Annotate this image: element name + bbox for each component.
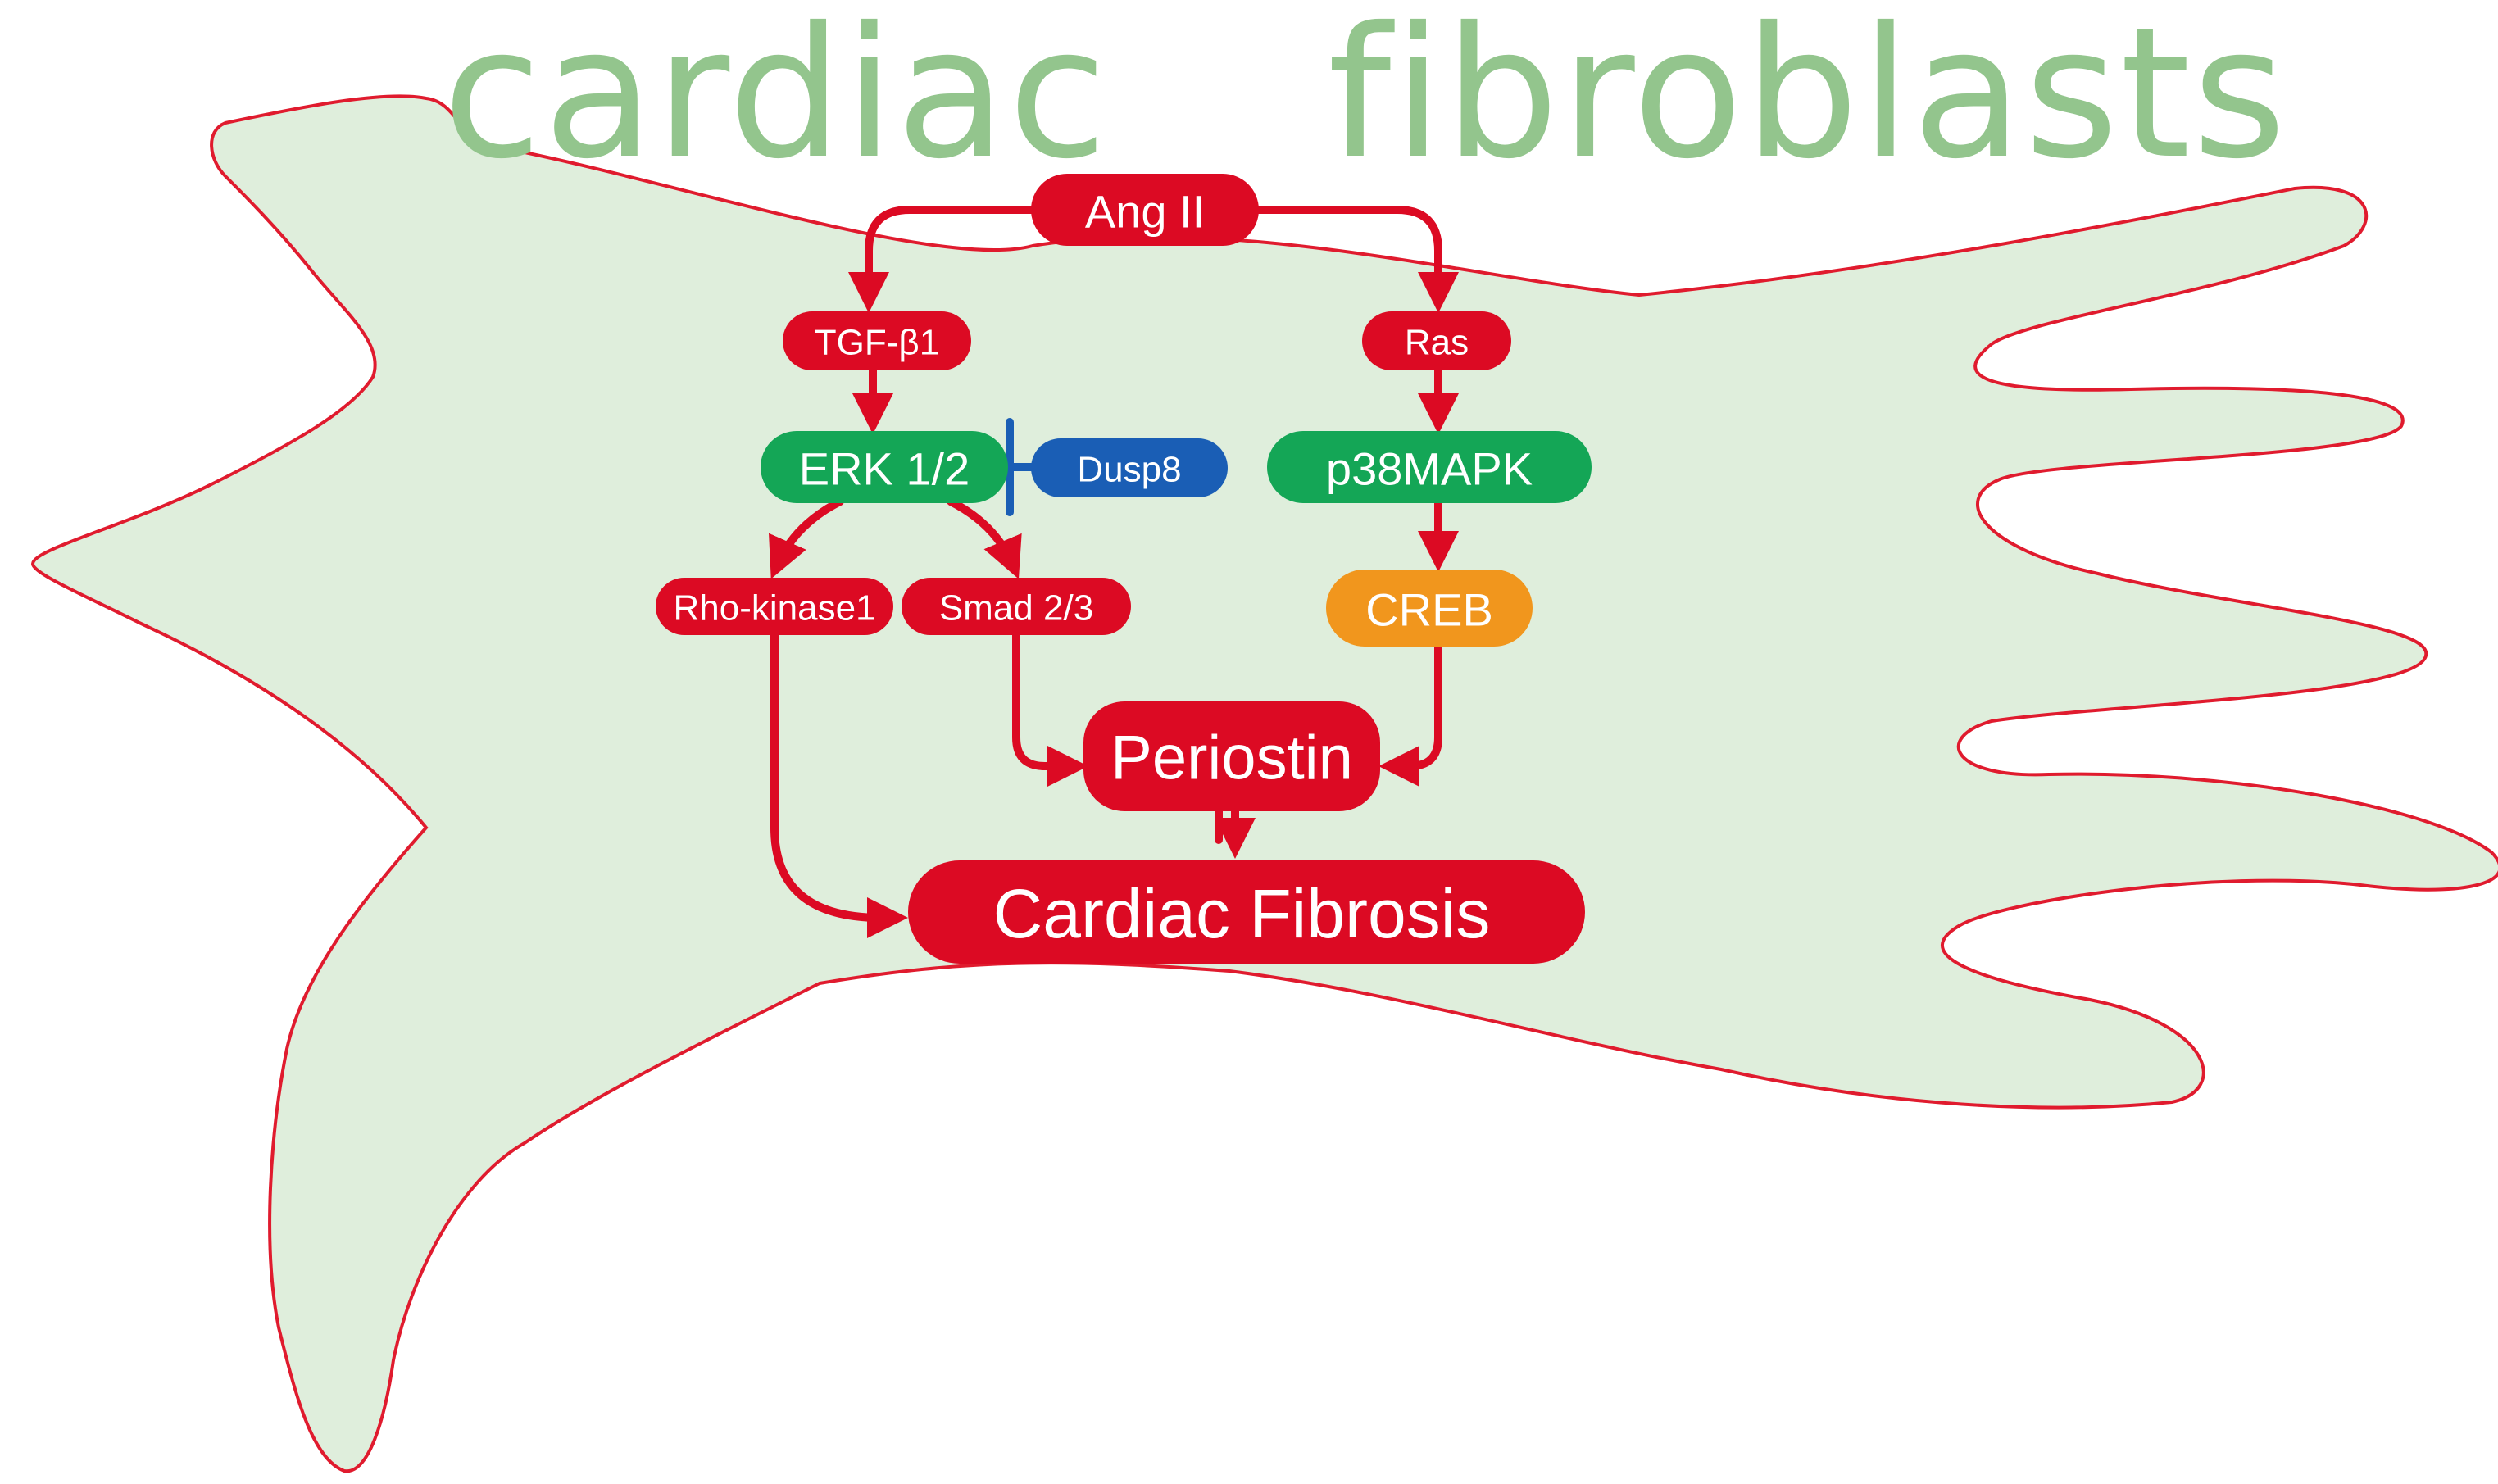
node-p38mapk-label: p38MAPK <box>1326 443 1533 495</box>
node-p38mapk-pill <box>1267 431 1592 503</box>
node-erk-label: ERK 1/2 <box>799 443 970 495</box>
node-ang-ii-pill <box>1031 174 1259 246</box>
node-erk: ERK 1/2 <box>761 431 1008 503</box>
node-periostin-label: Periostin <box>1110 724 1353 793</box>
node-smad: Smad 2/3 <box>902 578 1131 635</box>
node-rho-kinase1: Rho-kinase1 <box>656 578 893 635</box>
node-ras-label: Ras <box>1405 323 1469 363</box>
edge-ang-ii-to-tgf-b1 <box>848 206 1041 313</box>
node-erk-pill <box>761 431 1008 503</box>
node-rho-kinase1-label: Rho-kinase1 <box>673 588 875 629</box>
edge-smad-to-periostin <box>1012 627 1088 787</box>
edge-ang-ii-to-ras <box>1250 206 1459 313</box>
node-periostin: Periostin <box>1083 701 1380 811</box>
node-p38mapk: p38MAPK <box>1267 431 1592 503</box>
node-dusp8: Dusp8 <box>1031 438 1228 497</box>
node-rho-kinase1-pill <box>656 578 893 635</box>
node-tgf-b1: TGF-β1 <box>783 311 971 370</box>
edge-erk-to-smad <box>947 497 1022 579</box>
edge-creb-to-periostin <box>1378 643 1442 787</box>
node-periostin-box <box>1083 701 1380 811</box>
node-creb: CREB <box>1326 570 1533 647</box>
node-cardiac-fibrosis-label: Cardiac Fibrosis <box>993 875 1491 952</box>
node-tgf-b1-pill <box>783 311 971 370</box>
title-fibroblasts: fibroblasts <box>1328 0 2288 198</box>
node-ang-ii: Ang II <box>1031 174 1259 246</box>
edge-erk-to-rho-kinase1 <box>769 497 844 579</box>
node-dusp8-label: Dusp8 <box>1077 450 1181 490</box>
node-smad-pill <box>902 578 1131 635</box>
node-creb-pill <box>1326 570 1533 647</box>
node-smad-label: Smad 2/3 <box>939 588 1093 629</box>
title-cardiac: cardiac <box>443 0 1109 198</box>
edge-rho-kinase1-to-fibrosis <box>770 631 908 938</box>
node-tgf-b1-label: TGF-β1 <box>815 323 939 363</box>
node-cardiac-fibrosis-pill <box>908 860 1585 964</box>
node-creb-label: CREB <box>1365 584 1493 636</box>
edges <box>769 206 1459 938</box>
node-ras: Ras <box>1362 311 1511 370</box>
node-ras-pill <box>1362 311 1511 370</box>
node-ang-ii-label: Ang II <box>1085 186 1205 238</box>
node-dusp8-pill <box>1031 438 1228 497</box>
node-cardiac-fibrosis: Cardiac Fibrosis <box>908 860 1585 964</box>
